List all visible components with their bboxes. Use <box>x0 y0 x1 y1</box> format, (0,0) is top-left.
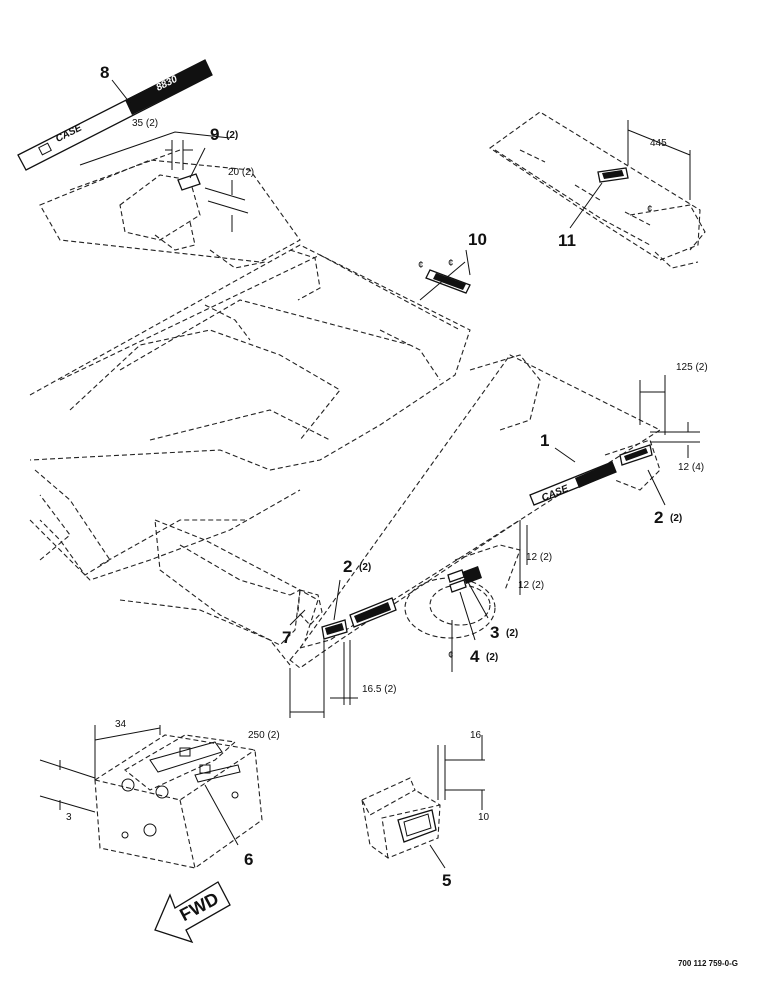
dim-20: 20 (2) <box>228 167 254 178</box>
dim-10: 10 <box>478 812 490 823</box>
leader-5 <box>429 844 446 869</box>
dim-12-4: 12 (4) <box>678 462 704 473</box>
upper-left-header-detail <box>39 131 301 269</box>
drawing-part-number: 700 112 759-0-G <box>678 959 738 968</box>
callout-11: 11 <box>558 231 576 250</box>
callout-4-qty: (2) <box>486 652 498 663</box>
decal-2-right <box>619 444 666 506</box>
upper-right-divider-detail <box>489 111 706 269</box>
leader-8 <box>111 79 131 104</box>
dim-12-a: 12 (2) <box>526 552 552 563</box>
callout-2-right-qty: (2) <box>670 513 682 524</box>
callout-3-qty: (2) <box>506 628 518 639</box>
dim-35: 35 (2) <box>132 118 158 129</box>
bracket-6-detail <box>39 725 263 869</box>
dim-125: 125 (2) <box>676 362 708 373</box>
decal-2-left <box>321 579 348 640</box>
callout-7: 7 <box>282 628 291 647</box>
dim-lines-bottom <box>289 640 358 718</box>
callout-9: 9 <box>210 125 219 144</box>
part-5-detail <box>361 735 485 869</box>
leader-11 <box>569 182 603 229</box>
centerline-symbol-drum: ¢ <box>448 650 454 661</box>
callout-2-left-qty: (2) <box>359 562 371 573</box>
dim-445: 445 <box>650 138 667 149</box>
dim-16: 16 <box>470 730 482 741</box>
main-machine-body: ¢ <box>29 244 662 672</box>
callout-6: 6 <box>244 850 253 869</box>
dim-lines-center <box>519 520 528 595</box>
dim-16-5: 16.5 (2) <box>362 684 396 695</box>
leader-6 <box>204 784 239 846</box>
callout-8: 8 <box>100 63 109 82</box>
part-7-bracket <box>289 589 323 626</box>
callout-9-qty: (2) <box>226 130 238 141</box>
decals-3-4 <box>447 566 489 641</box>
decal-10 <box>419 249 471 301</box>
callout-2-right: 2 <box>654 508 663 527</box>
dim-34: 34 <box>115 719 127 730</box>
fwd-direction-arrow: FWD <box>154 881 231 944</box>
decal-model-side <box>349 597 397 628</box>
callout-1: 1 <box>540 431 549 450</box>
callout-5: 5 <box>442 871 451 890</box>
callout-2-left: 2 <box>343 557 352 576</box>
centerline-symbol-10a: ¢ <box>418 260 424 271</box>
dim-3: 3 <box>66 812 72 823</box>
dim-250: 250 (2) <box>248 730 280 741</box>
callout-3: 3 <box>490 623 499 642</box>
callout-10: 10 <box>468 230 487 249</box>
dim-12-b: 12 (2) <box>518 580 544 591</box>
dim-lines-right <box>639 375 700 458</box>
centerline-symbol-11: ¢ <box>647 204 653 215</box>
decal-1: CASE <box>529 447 617 506</box>
centerline-symbol-10b: ¢ <box>448 258 454 269</box>
decal-9 <box>165 140 249 232</box>
callout-4: 4 <box>470 647 480 666</box>
